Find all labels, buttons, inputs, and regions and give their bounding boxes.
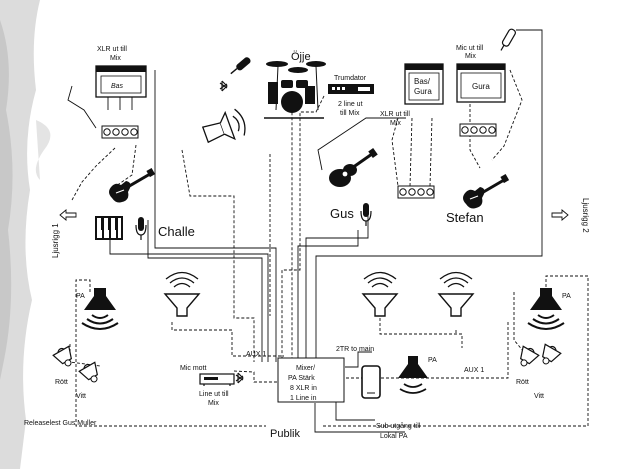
- media-player-icon: [199, 373, 235, 386]
- amp-gura-label: Gura: [472, 82, 490, 91]
- release-credit: Releaselest Gus Muller: [24, 420, 97, 427]
- drum-kit-icon: [264, 61, 326, 119]
- aux-right-label: AUX 1: [464, 367, 484, 374]
- phone-icon: [361, 365, 381, 399]
- vitt-left-label: Vitt: [76, 393, 86, 400]
- aux-left-label: AUX 1: [246, 351, 266, 358]
- trumdator-label: Trumdator: [334, 75, 367, 82]
- pa-speaker-icon: [398, 356, 428, 394]
- challe-label: Challe: [158, 224, 195, 239]
- mixer-label-1: Mixer/: [296, 365, 315, 372]
- rott-right-label: Rött: [516, 379, 529, 386]
- twotr-label: 2TR to main: [336, 346, 374, 353]
- acoustic-guitar-icon: [327, 146, 380, 189]
- xlr-mid-label-1: XLR ut till: [380, 111, 410, 118]
- stefan-label: Stefan: [446, 210, 484, 225]
- bluetooth-icon: [219, 80, 228, 92]
- line-mix-label-1: Line ut till: [199, 391, 229, 398]
- spotlight-icon: [51, 343, 78, 371]
- ljusrigg-1: [59, 209, 77, 221]
- microphone-icon: [230, 57, 251, 75]
- amp-bas-gura: [404, 63, 444, 105]
- microphone-icon: [135, 216, 147, 241]
- horn-speaker-icon: [438, 271, 474, 317]
- vitt-right-label: Vitt: [534, 393, 544, 400]
- mic-gura-label-2: Mix: [465, 53, 476, 60]
- electric-guitar-icon: [461, 172, 511, 210]
- amp-gura: [456, 63, 506, 103]
- spotlight-icon: [77, 359, 104, 387]
- mixer-box: [277, 357, 345, 403]
- trumdator-device: [328, 84, 374, 94]
- di-box-icon: [101, 125, 139, 139]
- gus-label: Gus: [330, 206, 354, 221]
- mixer-label-3: 8 XLR in: [290, 385, 317, 392]
- xlr-bas-label-1: XLR ut till: [97, 46, 127, 53]
- pa-right-label: PA: [562, 293, 571, 300]
- ljusrigg-1-label: Ljusrigg 1: [51, 223, 60, 258]
- mixer-label-4: 1 Line in: [290, 395, 317, 402]
- ojje-label: Öjje: [291, 51, 311, 63]
- sub-label-2: Lokal PA: [380, 433, 408, 440]
- xlr-bas-label-2: Mix: [110, 55, 121, 62]
- di-box-icon: [459, 123, 497, 137]
- mic-mott-label: Mic mott: [180, 365, 207, 372]
- bluetooth-icon: [235, 372, 244, 384]
- ljusrigg-2-label: Ljusrigg 2: [581, 198, 590, 233]
- amp-bas-gura-label-2: Gura: [414, 87, 432, 96]
- di-box-icon: [397, 185, 435, 199]
- electric-guitar-icon: [107, 166, 157, 204]
- mixer-label-2: PA Stärk: [288, 375, 315, 382]
- horn-speaker-icon: [164, 271, 200, 317]
- horn-speaker-icon: [362, 271, 398, 317]
- spotlight-icon: [514, 343, 541, 371]
- pa-left-label: PA: [76, 293, 85, 300]
- amp-bas-label: Bas: [111, 83, 124, 90]
- pa-speaker-icon: [81, 287, 119, 330]
- rott-left-label: Rött: [55, 379, 68, 386]
- mic-gura-label-1: Mic ut till: [456, 45, 484, 52]
- ljusrigg-2: [551, 209, 569, 221]
- spotlight-icon: [536, 341, 563, 369]
- line-mix-label-2: Mix: [208, 400, 219, 407]
- sub-label-1: Sub utgång till: [376, 422, 421, 430]
- pa-speaker-icon: [527, 287, 565, 330]
- connection-lines: [67, 29, 589, 433]
- brush-paint-decoration: [0, 0, 51, 469]
- microphone-icon: [360, 202, 372, 227]
- amp-bas-gura-label-1: Bas/: [414, 77, 431, 86]
- keyboard-icon: [95, 216, 123, 240]
- publik-label: Publik: [270, 428, 300, 440]
- pa-center-label: PA: [428, 357, 437, 364]
- line-trum-label-1: 2 line ut: [338, 101, 363, 108]
- horn-speaker-icon: [201, 108, 246, 144]
- xlr-mid-label-2: Mix: [390, 120, 401, 127]
- microphone-icon: [500, 28, 516, 51]
- amp-bas: [95, 65, 147, 98]
- line-trum-label-2: till Mix: [340, 110, 360, 117]
